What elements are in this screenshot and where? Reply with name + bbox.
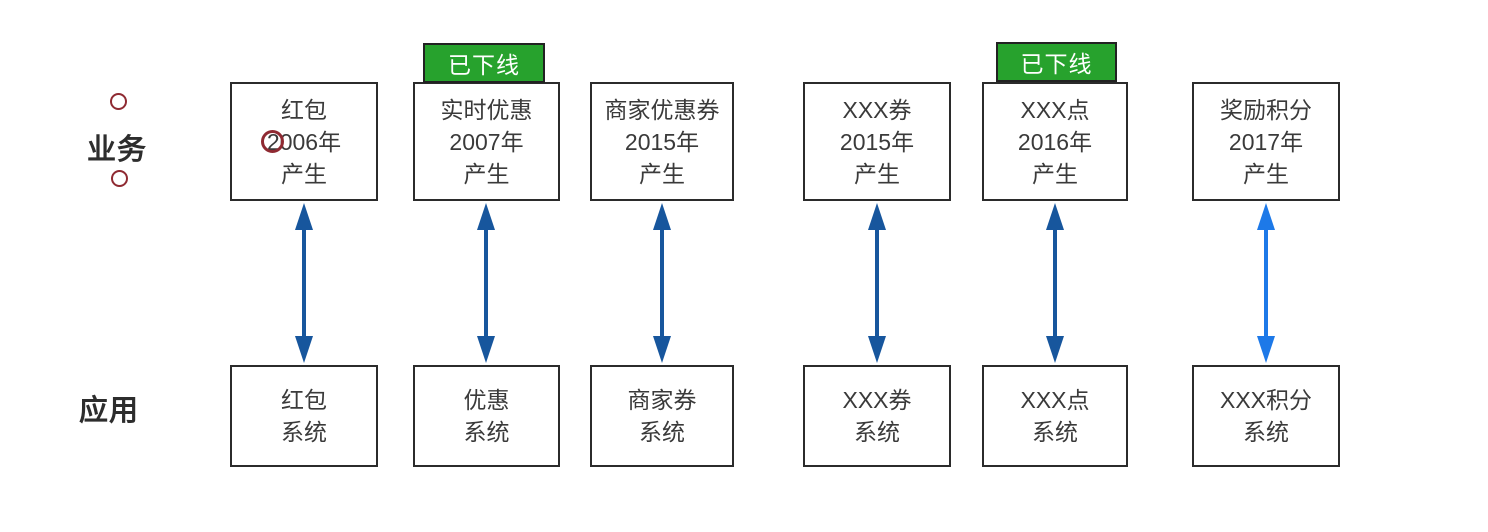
bidirectional-arrow [1257,203,1275,363]
business-node-hongbao: 红包 2006年 产生 [230,82,378,201]
box-text-line: 产生 [1032,160,1078,187]
box-text-line: XXX点 [1020,387,1090,413]
arrow-down-icon [295,336,313,363]
arrow-up-icon [1046,203,1064,230]
arrow-up-icon [1257,203,1275,230]
box-text-line: 系统 [463,419,510,445]
arrow-down-icon [868,336,886,363]
box-text-line: 优惠 [463,387,510,413]
arrow-up-icon [295,203,313,230]
box-text-line: 红包 [281,387,327,413]
application-node-xxx-coupon-system: XXX券 系统 [803,365,951,467]
box-text-line: 产生 [281,160,327,187]
box-text-line: 商家优惠券 [604,96,720,123]
arrow-up-icon [653,203,671,230]
arrow-down-icon [1046,336,1064,363]
offline-badge-label: 已下线 [448,52,520,78]
annotation-circle [111,170,128,187]
bidirectional-arrow [295,203,313,363]
bidirectional-arrow [653,203,671,363]
bidirectional-arrow [868,203,886,363]
arrow-shaft [1053,221,1057,345]
application-node-xxx-points-system: XXX积分 系统 [1192,365,1340,467]
box-text-line: 商家券 [627,387,697,413]
arrow-up-icon [477,203,495,230]
arrow-shaft [484,221,488,345]
box-text-line: 产生 [854,160,900,187]
offline-badge: 已下线 [996,42,1117,82]
business-node-xxx-point: XXX点 2016年 产生 [982,82,1128,201]
application-node-merchant-coupon-system: 商家券 系统 [590,365,734,467]
bidirectional-arrow [1046,203,1064,363]
business-node-reward-points: 奖励积分 2017年 产生 [1192,82,1340,201]
offline-badge-label: 已下线 [1020,51,1093,77]
business-node-merchant-coupon: 商家优惠券 2015年 产生 [590,82,734,201]
business-node-realtime-discount: 实时优惠 2007年 产生 [413,82,560,201]
bidirectional-arrow [477,203,495,363]
box-text-line: 红包 [281,96,327,123]
box-text-line: XXX券 [842,387,912,413]
offline-badge: 已下线 [423,43,545,83]
arrow-shaft [875,221,879,345]
arrow-up-icon [868,203,886,230]
arrow-down-icon [653,336,671,363]
box-text-line: 实时优惠 [440,96,533,123]
box-text-line: 系统 [1243,419,1289,445]
box-text-line: 产生 [1243,160,1289,187]
box-text-line: 产生 [639,160,685,187]
box-text-line: 系统 [639,419,685,445]
box-text-line: 2007年 [449,128,524,155]
box-text-line: XXX点 [1020,96,1090,123]
application-node-hongbao-system: 红包 系统 [230,365,378,467]
box-text-line: 2015年 [624,128,700,155]
box-text-line: XXX积分 [1219,387,1313,413]
box-text-line: 系统 [281,419,327,445]
annotation-circle [110,93,127,110]
box-text-line: 2016年 [1017,128,1093,155]
row-label-business: 业务 [86,134,147,166]
annotation-circle [261,130,284,153]
arrow-down-icon [477,336,495,363]
box-text-line: XXX券 [842,96,912,123]
row-label-application: 应用 [78,395,139,427]
arrow-shaft [1264,221,1268,345]
box-text-line: 2015年 [839,128,915,155]
application-node-discount-system: 优惠 系统 [413,365,560,467]
arrow-down-icon [1257,336,1275,363]
box-text-line: 2017年 [1228,128,1304,155]
box-text-line: 系统 [854,419,900,445]
arrow-shaft [660,221,664,345]
box-text-line: 产生 [463,160,510,187]
box-text-line: 奖励积分 [1220,96,1312,123]
application-node-xxx-point-system: XXX点 系统 [982,365,1128,467]
business-node-xxx-coupon: XXX券 2015年 产生 [803,82,951,201]
arrow-shaft [302,221,306,345]
box-text-line: 系统 [1032,419,1078,445]
